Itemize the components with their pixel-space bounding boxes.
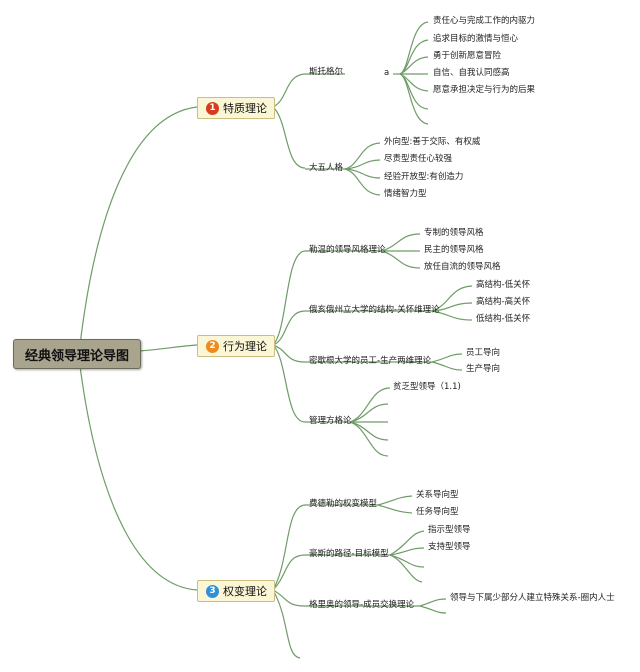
category-label: 权变理论 (223, 585, 267, 598)
leaf-ohio-item[interactable]: 低结构-低关怀 (476, 314, 531, 324)
leaf-ohio-item[interactable]: 高结构-高关怀 (476, 297, 531, 307)
leaf-house-item[interactable]: 支持型领导 (428, 542, 471, 552)
category-trait-theory[interactable]: 1 特质理论 (197, 97, 275, 119)
leaf-lewin-item[interactable]: 放任自流的领导风格 (424, 262, 501, 272)
leaf-fiedler-item[interactable]: 任务导向型 (416, 507, 459, 517)
number-badge: 1 (206, 101, 219, 115)
leaf-ohio-item[interactable]: 高结构-低关怀 (476, 280, 531, 290)
category-behavior-theory[interactable]: 2 行为理论 (197, 335, 275, 357)
connector-root-contingency (79, 365, 198, 591)
node-lewin[interactable]: 勒温的领导风格理论 (309, 245, 386, 255)
root-node[interactable]: 经典领导理论导图 (13, 339, 141, 369)
category-label: 特质理论 (223, 102, 267, 115)
category-label: 行为理论 (223, 340, 267, 353)
leaf-grid-item[interactable]: 贫乏型领导（1.1) (393, 382, 461, 392)
leaf-big-five-item[interactable]: 情绪智力型 (384, 189, 427, 199)
leaf-big-five-item[interactable]: 外向型:善于交际、有权威 (384, 137, 481, 147)
number-badge: 2 (206, 339, 219, 353)
leaf-trait-item[interactable]: 愿意承担决定与行为的后果 (433, 85, 536, 95)
node-stogdill[interactable]: 斯托格尔 (309, 67, 344, 77)
leaf-trait-item[interactable]: 追求目标的激情与恒心 (433, 34, 519, 44)
leaf-trait-item[interactable]: 责任心与完成工作的内驱力 (433, 16, 536, 26)
leaf-trait-item[interactable]: 勇于创新愿意冒险 (433, 51, 502, 61)
leaf-lewin-item[interactable]: 专制的领导风格 (424, 228, 484, 238)
leaf-big-five-item[interactable]: 经验开放型:有创造力 (384, 172, 464, 182)
leaf-house-item[interactable]: 指示型领导 (428, 525, 471, 535)
node-graen[interactable]: 格里奥的领导-成员交换理论 (309, 600, 415, 610)
node-ohio-state[interactable]: 俄亥俄州立大学的结构-关怀维理论 (309, 305, 440, 315)
node-fiedler[interactable]: 费德勒的权变模型 (309, 499, 378, 509)
leaf-michigan-item[interactable]: 生产导向 (466, 364, 501, 374)
node-marker: a (384, 68, 390, 78)
node-house[interactable]: 豪斯的路径-目标模型 (309, 549, 389, 559)
leaf-graen-item[interactable]: 领导与下属少部分人建立特殊关系-圈内人士 (450, 593, 615, 603)
root-title: 经典领导理论导图 (24, 348, 129, 364)
category-contingency-theory[interactable]: 3 权变理论 (197, 580, 275, 602)
leaf-michigan-item[interactable]: 员工导向 (466, 348, 501, 358)
connector-root-trait (79, 106, 198, 346)
number-badge: 3 (206, 584, 219, 598)
leaf-trait-item[interactable]: 自信、自我认同感高 (433, 68, 510, 78)
leaf-lewin-item[interactable]: 民主的领导风格 (424, 245, 484, 255)
node-managerial-grid[interactable]: 管理方格论 (309, 416, 352, 426)
leaf-big-five-item[interactable]: 尽责型责任心较强 (384, 154, 453, 164)
leaf-fiedler-item[interactable]: 关系导向型 (416, 490, 459, 500)
connector-root-behavior (138, 344, 198, 352)
node-big-five[interactable]: 大五人格 (309, 163, 344, 173)
node-michigan[interactable]: 密歇根大学的员工-生产两维理论 (309, 356, 432, 366)
